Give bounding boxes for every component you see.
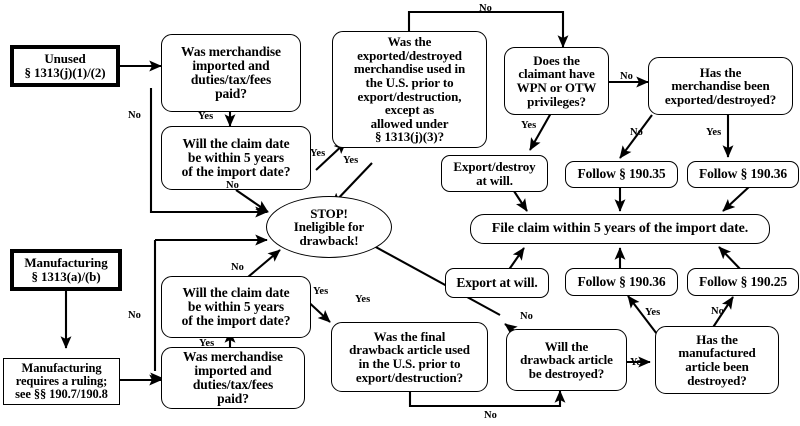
text-line: Does the — [533, 52, 580, 68]
text-line: of the import date? — [181, 313, 291, 329]
text-line: except as — [384, 102, 435, 118]
edge-label-yes-privileges: Yes — [521, 120, 537, 131]
text-line: drawback article — [520, 352, 613, 368]
edge-label-yes-manu-destroyed: Yes — [645, 307, 661, 318]
text-line: the U.S. prior to — [365, 74, 454, 90]
node-claimant-privileges[interactable]: Does the claimant have WPN or OTW privil… — [504, 47, 609, 115]
edge-label-yes-imported-top: Yes — [198, 111, 214, 122]
node-follow-190-36-top[interactable]: Follow § 190.36 — [687, 161, 799, 188]
edge-label-yes-exported-used: Yes — [343, 155, 359, 166]
text-line: be within 5 years — [187, 149, 285, 165]
text-line: Was the — [387, 34, 432, 50]
edge-label-yes-will-destroy: Yes — [630, 357, 646, 368]
text-line: imported and — [194, 362, 272, 378]
edge-label-yes-imported-bottom: Yes — [199, 338, 215, 349]
node-follow-190-36-bottom[interactable]: Follow § 190.36 — [565, 268, 678, 296]
node-manufacturing-start[interactable]: Manufacturing § 1313(a)/(b) — [10, 249, 122, 291]
edge-label-no-top-long: No — [479, 3, 492, 14]
text-line: manufactured — [678, 345, 756, 361]
text-line: Manufacturing — [24, 255, 108, 271]
text-line: Has the — [696, 331, 738, 347]
edge-label-no-claimdate-top: No — [226, 180, 239, 191]
node-export-at-will[interactable]: Export at will. — [445, 268, 549, 298]
text-line: exported/destroyed? — [664, 91, 777, 107]
node-follow-190-25[interactable]: Follow § 190.25 — [687, 268, 799, 296]
node-follow-190-35[interactable]: Follow § 190.35 — [565, 161, 678, 188]
edge-label-no-final-article: No — [484, 410, 497, 421]
unused-start-line2: § 1313(j)(1)/(2) — [24, 65, 106, 80]
edge-label-no-unused-left: No — [128, 110, 141, 121]
node-manufactured-article-destroyed[interactable]: Has the manufactured article been destro… — [655, 326, 779, 394]
edge-label-no-will-destroy: No — [520, 311, 533, 322]
edge-label-no-privileges: No — [620, 71, 633, 82]
text-line: § 1313(j)(3)? — [374, 129, 445, 145]
edge-label-no-claimdate-bottom: No — [231, 262, 244, 273]
text-line: Ineligible for — [293, 219, 365, 235]
unused-start-line1: Unused — [44, 51, 86, 67]
text-line: destroyed? — [687, 372, 747, 388]
text-line: Was the final — [373, 328, 446, 344]
text-line: be destroyed? — [528, 365, 605, 381]
node-was-merchandise-imported-top[interactable]: Was merchandise imported and duties/tax/… — [161, 34, 301, 112]
text-line: WPN or OTW — [516, 80, 597, 95]
text-line: duties/tax/fees — [192, 377, 274, 392]
text-line: see §§ 190.7/190.8 — [15, 387, 108, 401]
text-line: File claim within 5 years of the import … — [491, 220, 749, 236]
text-line: merchandise been — [671, 78, 770, 94]
text-line: Will the claim date — [182, 284, 290, 300]
node-stop-ineligible[interactable]: STOP! Ineligible for drawback! — [266, 196, 392, 258]
text-line: requires a ruling; — [15, 374, 108, 388]
text-line: duties/tax/fees — [190, 72, 272, 87]
text-line: privileges? — [527, 93, 586, 109]
text-line: Manufacturing — [21, 361, 102, 375]
text-line: imported and — [192, 57, 270, 73]
node-unused-start[interactable]: Unused § 1313(j)(1)/(2) — [10, 45, 120, 87]
text-line: paid? — [217, 391, 249, 407]
edge-label-yes-merch-exported: Yes — [706, 127, 722, 138]
edge-label-no-manu-destroyed: No — [711, 306, 724, 317]
text-line: Export at will. — [456, 274, 538, 290]
node-merchandise-exported-destroyed[interactable]: Has the merchandise been exported/destro… — [648, 57, 793, 115]
text-line: article been — [685, 359, 749, 374]
node-will-drawback-article-destroyed[interactable]: Will the drawback article be destroyed? — [506, 329, 627, 391]
text-line: at will. — [476, 172, 513, 188]
text-line: Follow § 190.36 — [577, 273, 666, 289]
text-line: drawback! — [299, 232, 359, 248]
text-line: STOP! — [310, 205, 348, 221]
text-line: of the import date? — [181, 164, 291, 180]
text-line: drawback article used — [349, 342, 470, 358]
text-line: export/destruction? — [355, 369, 464, 385]
text-line: be within 5 years — [187, 298, 285, 314]
text-line: Was merchandise — [181, 43, 281, 59]
node-manufacturing-requires-ruling[interactable]: Manufacturing requires a ruling; see §§ … — [3, 358, 120, 405]
text-line: Follow § 190.36 — [698, 166, 788, 182]
text-line: merchandise used in — [353, 61, 466, 77]
text-line: exported/destroyed — [357, 47, 462, 63]
node-exported-destroyed-merchandise-used[interactable]: Was the exported/destroyed merchandise u… — [332, 31, 487, 148]
node-export-destroy-at-will[interactable]: Export/destroy at will. — [441, 155, 548, 192]
text-line: Was merchandise — [183, 348, 283, 364]
node-claim-date-bottom[interactable]: Will the claim date be within 5 years of… — [161, 276, 311, 338]
text-line: Has the — [699, 64, 742, 80]
text-line: Follow § 190.25 — [698, 273, 788, 289]
text-line: allowed under — [370, 115, 449, 131]
edge-label-yes-claimdate-top: Yes — [310, 148, 326, 159]
text-line: Will the claim date — [182, 135, 290, 151]
text-line: claimant have — [518, 66, 595, 82]
edge-label-no-merch-exported: No — [630, 127, 643, 138]
text-line: Will the — [544, 338, 589, 354]
edge-label-no-manufacturing-left: No — [128, 310, 141, 321]
text-line: export/destruction, — [357, 88, 462, 104]
text-line: paid? — [215, 86, 247, 102]
text-line: Follow § 190.35 — [577, 166, 666, 182]
edge-label-yes-final-article: Yes — [355, 294, 371, 305]
node-was-merchandise-imported-bottom[interactable]: Was merchandise imported and duties/tax/… — [161, 347, 305, 409]
edge-label-yes-claimdate-bottom: Yes — [313, 286, 329, 297]
node-final-drawback-article-used[interactable]: Was the final drawback article used in t… — [331, 322, 488, 392]
text-line: in the U.S. prior to — [358, 356, 461, 371]
text-line: § 1313(a)/(b) — [31, 269, 101, 284]
text-line: Export/destroy — [453, 158, 536, 174]
node-file-claim-5-years[interactable]: File claim within 5 years of the import … — [470, 214, 770, 244]
